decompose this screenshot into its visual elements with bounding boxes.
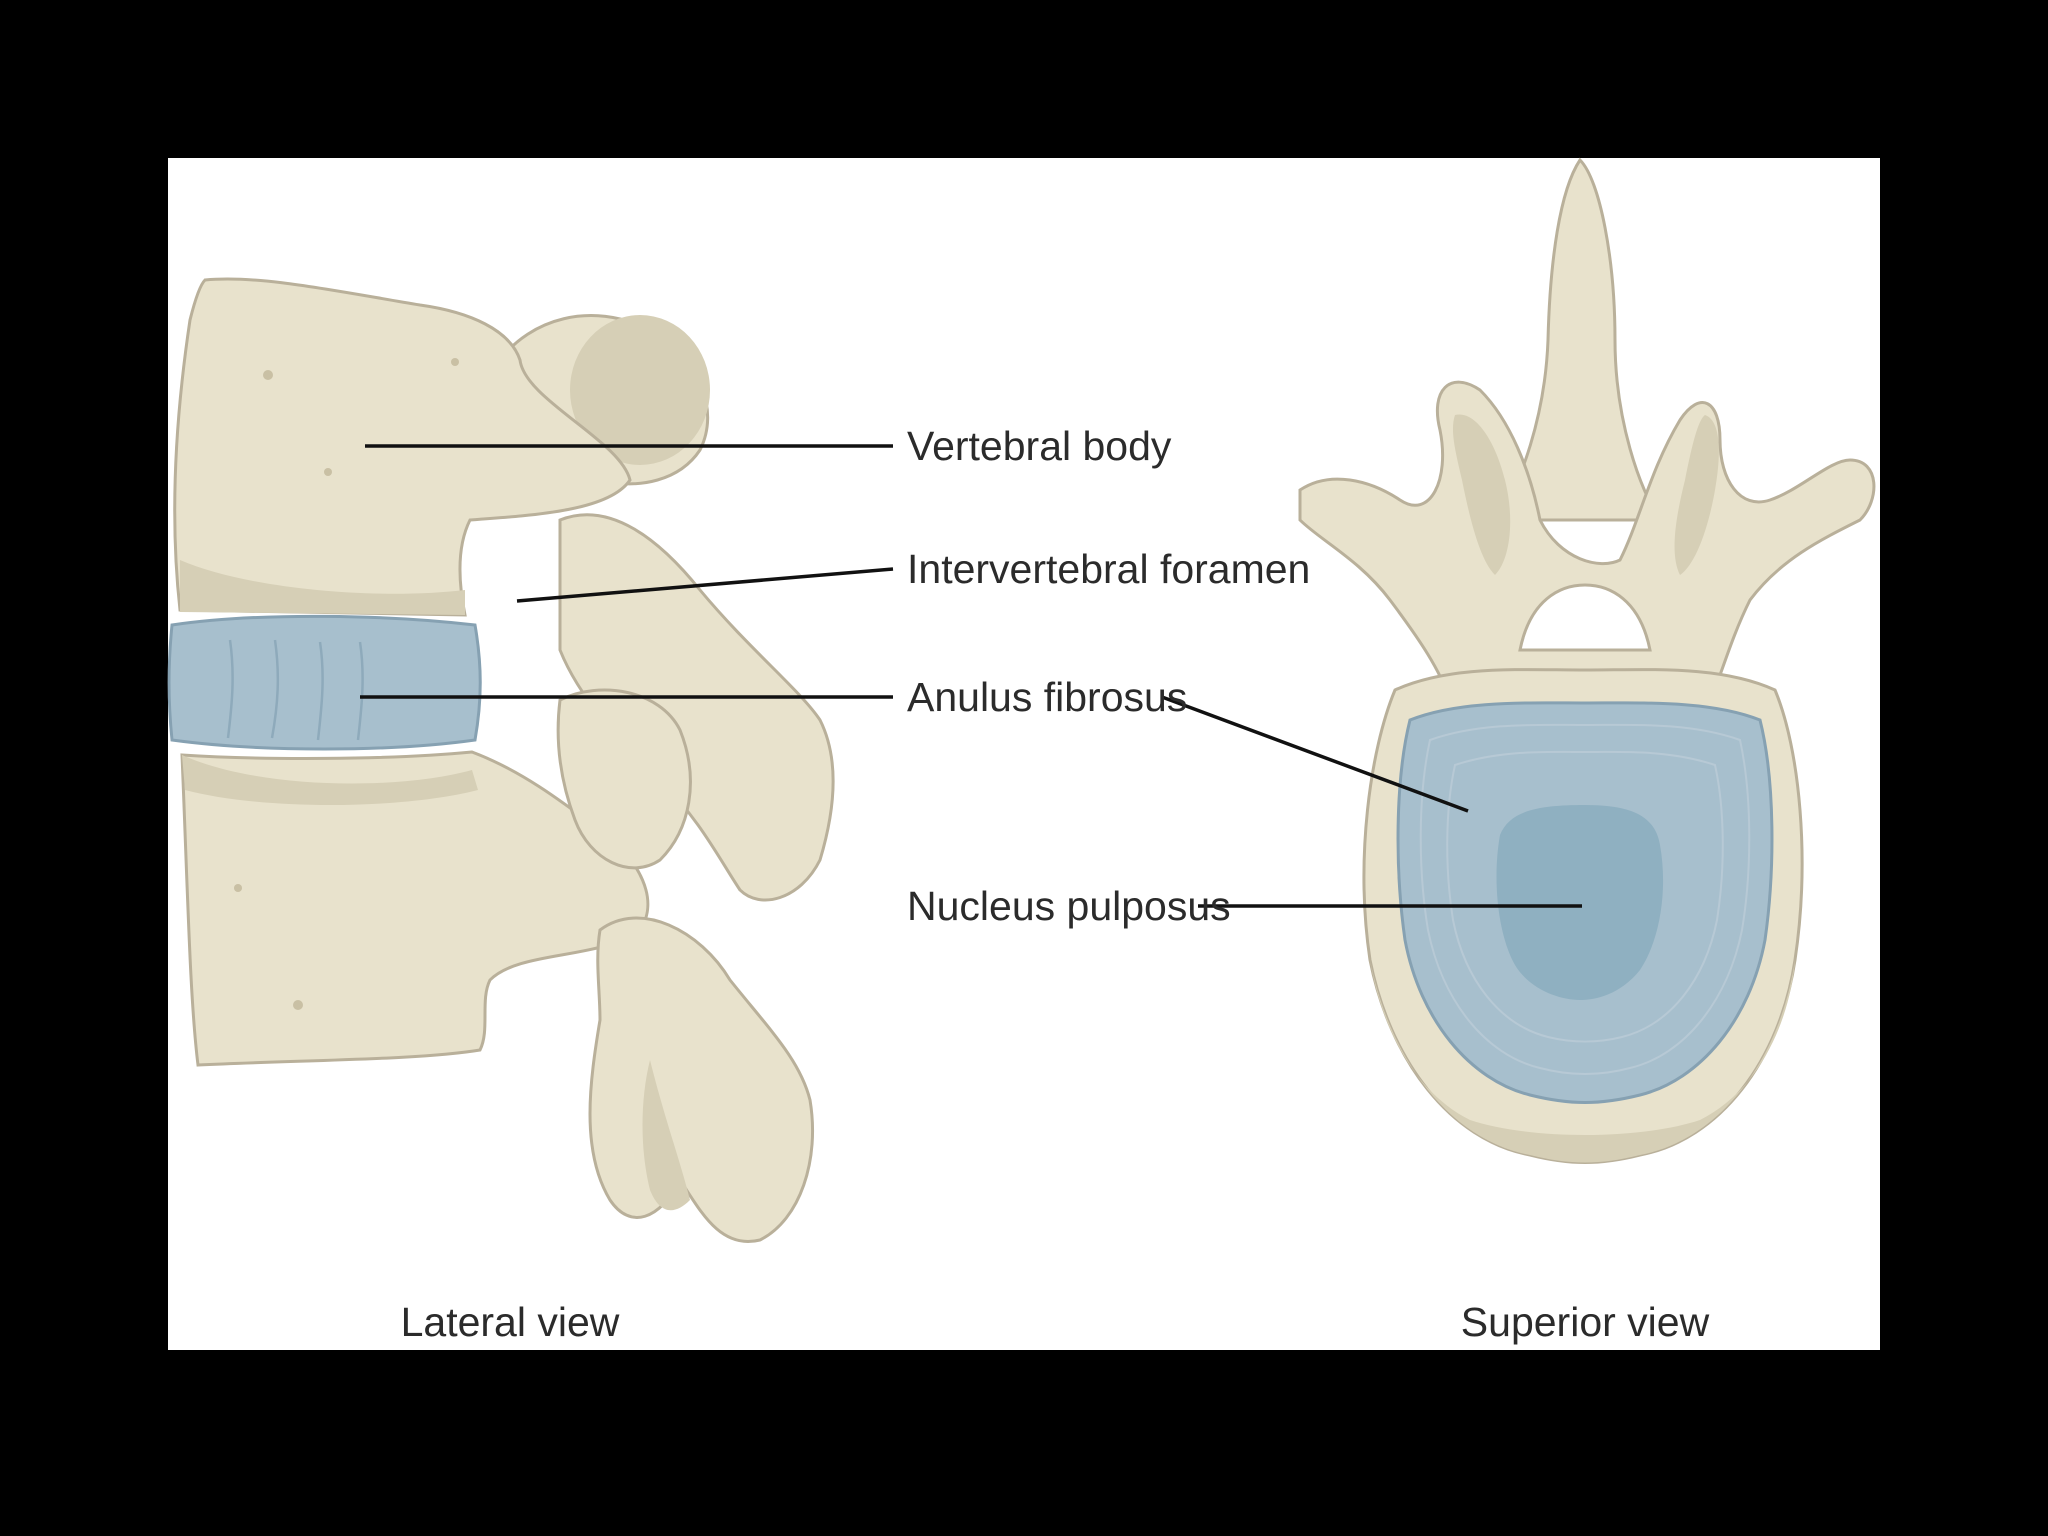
superior-spinous-process	[1497, 157, 1663, 522]
upper-body-shading	[180, 560, 465, 615]
label-vertebral-body: Vertebral body	[907, 423, 1172, 469]
superior-view-illustration	[1298, 157, 1876, 1164]
lower-body-shading	[182, 755, 478, 805]
body-pit	[263, 370, 273, 380]
caption-superior-view: Superior view	[1461, 1299, 1710, 1345]
intervertebral-foramen-leader	[516, 567, 894, 603]
anulus-fibrosus-superior-leader	[1161, 695, 1469, 813]
spinous-process-shading	[642, 1060, 690, 1211]
lower-vertebral-body	[180, 750, 650, 1067]
label-intervertebral-foramen: Intervertebral foramen	[907, 546, 1310, 592]
intervertebral-disc	[167, 614, 482, 751]
label-anulus-fibrosus: Anulus fibrosus	[907, 674, 1187, 720]
body-pit	[451, 358, 459, 366]
nucleus-pulposus	[1496, 805, 1664, 1000]
body-pit	[234, 884, 242, 892]
body-pit	[324, 468, 332, 476]
caption-lateral-view: Lateral view	[401, 1299, 620, 1345]
right-superior-facet	[1674, 415, 1719, 575]
lower-articular-process	[556, 688, 692, 870]
vertebral-foramen	[1518, 583, 1652, 652]
label-nucleus-pulposus: Nucleus pulposus	[907, 883, 1231, 929]
body-pit	[293, 1000, 303, 1010]
disc-lamella-lines	[226, 639, 364, 741]
lateral-view-illustration	[167, 277, 835, 1243]
left-superior-facet	[1452, 414, 1511, 575]
upper-facet	[570, 315, 710, 465]
anulus-lamella-rings	[1419, 723, 1751, 1075]
